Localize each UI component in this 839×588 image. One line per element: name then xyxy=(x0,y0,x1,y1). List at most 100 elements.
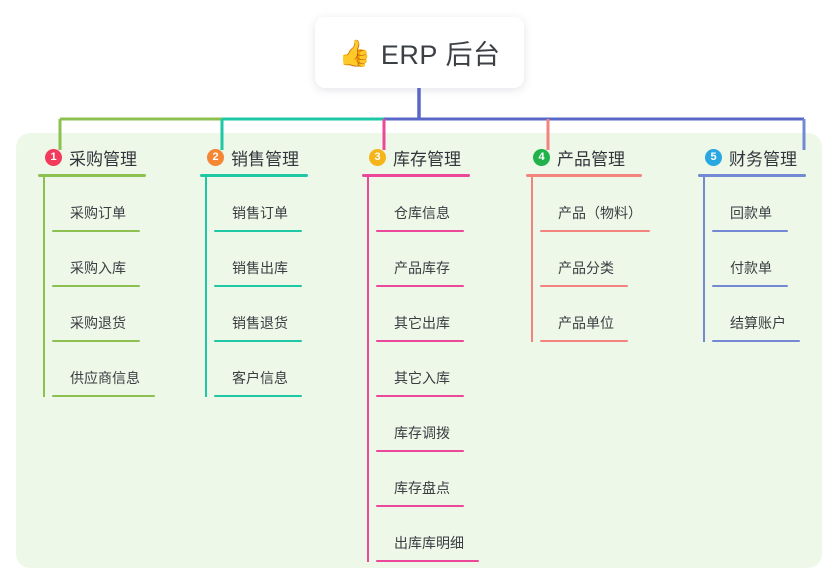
branch-number-badge: 1 xyxy=(45,148,62,166)
branch-1[interactable]: 1 采购管理采购订单采购入库采购退货供应商信息 xyxy=(38,145,155,397)
branch-item-underline xyxy=(376,560,479,562)
branch-title: 财务管理 xyxy=(729,149,797,169)
branch-item[interactable]: 其它出库 xyxy=(376,287,470,342)
branch-item[interactable]: 销售退货 xyxy=(214,287,308,342)
branch-item-underline xyxy=(376,340,464,342)
branch-spine xyxy=(703,177,705,342)
root-node-label: ERP 后台 xyxy=(380,40,501,70)
branch-item-underline xyxy=(376,450,464,452)
branch-item-list: 产品（物料） 产品分类产品单位 xyxy=(526,177,650,342)
branch-header-2[interactable]: 2 销售管理 xyxy=(200,145,308,169)
branch-header-5[interactable]: 5 财务管理 xyxy=(698,145,806,169)
branch-item[interactable]: 销售订单 xyxy=(214,177,308,232)
branch-item-underline xyxy=(376,395,464,397)
branch-title: 采购管理 xyxy=(69,149,137,169)
branch-item[interactable]: 产品分类 xyxy=(540,232,642,287)
branch-header-1[interactable]: 1 采购管理 xyxy=(38,145,146,169)
branch-spine xyxy=(205,177,207,397)
branch-item-underline xyxy=(52,285,140,287)
branch-underline xyxy=(698,174,806,177)
branch-number-badge: 4 xyxy=(533,148,550,166)
branch-item-underline xyxy=(52,230,140,232)
branch-item-underline xyxy=(214,285,302,287)
branch-item[interactable]: 其它入库 xyxy=(376,342,470,397)
branch-item-list: 采购订单采购入库采购退货供应商信息 xyxy=(38,177,155,397)
branch-number-badge: 2 xyxy=(207,148,224,166)
branch-item[interactable]: 产品单位 xyxy=(540,287,642,342)
branch-header-3[interactable]: 3 库存管理 xyxy=(362,145,470,169)
branch-item-underline xyxy=(376,505,464,507)
branch-item-label: 销售出库 xyxy=(232,260,288,276)
branch-5[interactable]: 5 财务管理回款单付款单结算账户 xyxy=(698,145,806,342)
branch-item[interactable]: 采购退货 xyxy=(52,287,146,342)
branch-item-label: 产品库存 xyxy=(394,260,450,276)
branch-item-label: 其它出库 xyxy=(394,315,450,331)
branch-item-label: 出库库明细 xyxy=(394,535,464,551)
branch-item-label: 产品（物料） xyxy=(558,205,642,221)
branch-title: 产品管理 xyxy=(557,149,625,169)
branch-underline xyxy=(526,174,642,177)
branch-item-label: 其它入库 xyxy=(394,370,450,386)
branch-title: 销售管理 xyxy=(231,149,299,169)
branch-item-label: 库存调拨 xyxy=(394,425,450,441)
thumbs-up-icon: 👍 xyxy=(338,37,371,68)
branch-item[interactable]: 库存盘点 xyxy=(376,452,470,507)
branch-item[interactable]: 供应商信息 xyxy=(52,342,155,397)
branch-spine xyxy=(43,177,45,397)
branch-item-label: 产品单位 xyxy=(558,315,614,331)
branch-item[interactable]: 采购订单 xyxy=(52,177,146,232)
branch-item-underline xyxy=(52,340,140,342)
branch-item-label: 仓库信息 xyxy=(394,205,450,221)
branch-item-underline xyxy=(712,285,788,287)
branch-item-label: 库存盘点 xyxy=(394,480,450,496)
branch-item-label: 采购订单 xyxy=(70,205,126,221)
branch-underline xyxy=(362,174,470,177)
branch-item-label: 销售订单 xyxy=(232,205,288,221)
branch-item-label: 回款单 xyxy=(730,205,772,221)
branch-item[interactable]: 产品（物料） xyxy=(540,177,650,232)
branch-item-label: 采购退货 xyxy=(70,315,126,331)
branch-item-label: 产品分类 xyxy=(558,260,614,276)
branch-underline xyxy=(38,174,146,177)
branch-spine xyxy=(531,177,533,342)
branch-item-label: 结算账户 xyxy=(730,315,786,331)
branch-item-underline xyxy=(376,285,464,287)
branch-item-label: 客户信息 xyxy=(232,370,288,386)
branch-number-badge: 3 xyxy=(369,148,386,166)
branch-item[interactable]: 库存调拨 xyxy=(376,397,470,452)
branch-item[interactable]: 仓库信息 xyxy=(376,177,470,232)
branch-header-4[interactable]: 4 产品管理 xyxy=(526,145,642,169)
branch-item-label: 采购入库 xyxy=(70,260,126,276)
branch-item-underline xyxy=(540,230,650,232)
branch-3[interactable]: 3 库存管理仓库信息产品库存其它出库其它入库库存调拨库存盘点出库库明细 xyxy=(362,145,479,562)
branch-item-underline xyxy=(214,340,302,342)
branch-item-label: 销售退货 xyxy=(232,315,288,331)
branch-item-label: 付款单 xyxy=(730,260,772,276)
branch-title: 库存管理 xyxy=(393,149,461,169)
branch-4[interactable]: 4 产品管理产品（物料） 产品分类产品单位 xyxy=(526,145,650,342)
root-node-erp-backend[interactable]: 👍 ERP 后台 xyxy=(315,17,524,88)
branch-item[interactable]: 客户信息 xyxy=(214,342,308,397)
branch-item-label: 供应商信息 xyxy=(70,370,140,386)
branch-item-list: 回款单付款单结算账户 xyxy=(698,177,806,342)
branch-item[interactable]: 回款单 xyxy=(712,177,806,232)
branch-item[interactable]: 结算账户 xyxy=(712,287,806,342)
branch-item[interactable]: 付款单 xyxy=(712,232,806,287)
branch-item-underline xyxy=(540,285,628,287)
branch-item[interactable]: 采购入库 xyxy=(52,232,146,287)
branch-item-underline xyxy=(52,395,155,397)
branch-item[interactable]: 出库库明细 xyxy=(376,507,479,562)
branch-2[interactable]: 2 销售管理销售订单销售出库销售退货客户信息 xyxy=(200,145,308,397)
diagram-panel xyxy=(16,133,822,568)
branch-underline xyxy=(200,174,308,177)
branch-item-underline xyxy=(214,230,302,232)
branch-item-underline xyxy=(214,395,302,397)
branch-item[interactable]: 销售出库 xyxy=(214,232,308,287)
branch-item-underline xyxy=(712,230,788,232)
branch-item-underline xyxy=(376,230,464,232)
branch-item-underline xyxy=(540,340,628,342)
branch-item-list: 仓库信息产品库存其它出库其它入库库存调拨库存盘点出库库明细 xyxy=(362,177,479,562)
branch-number-badge: 5 xyxy=(705,148,722,166)
branch-item[interactable]: 产品库存 xyxy=(376,232,470,287)
